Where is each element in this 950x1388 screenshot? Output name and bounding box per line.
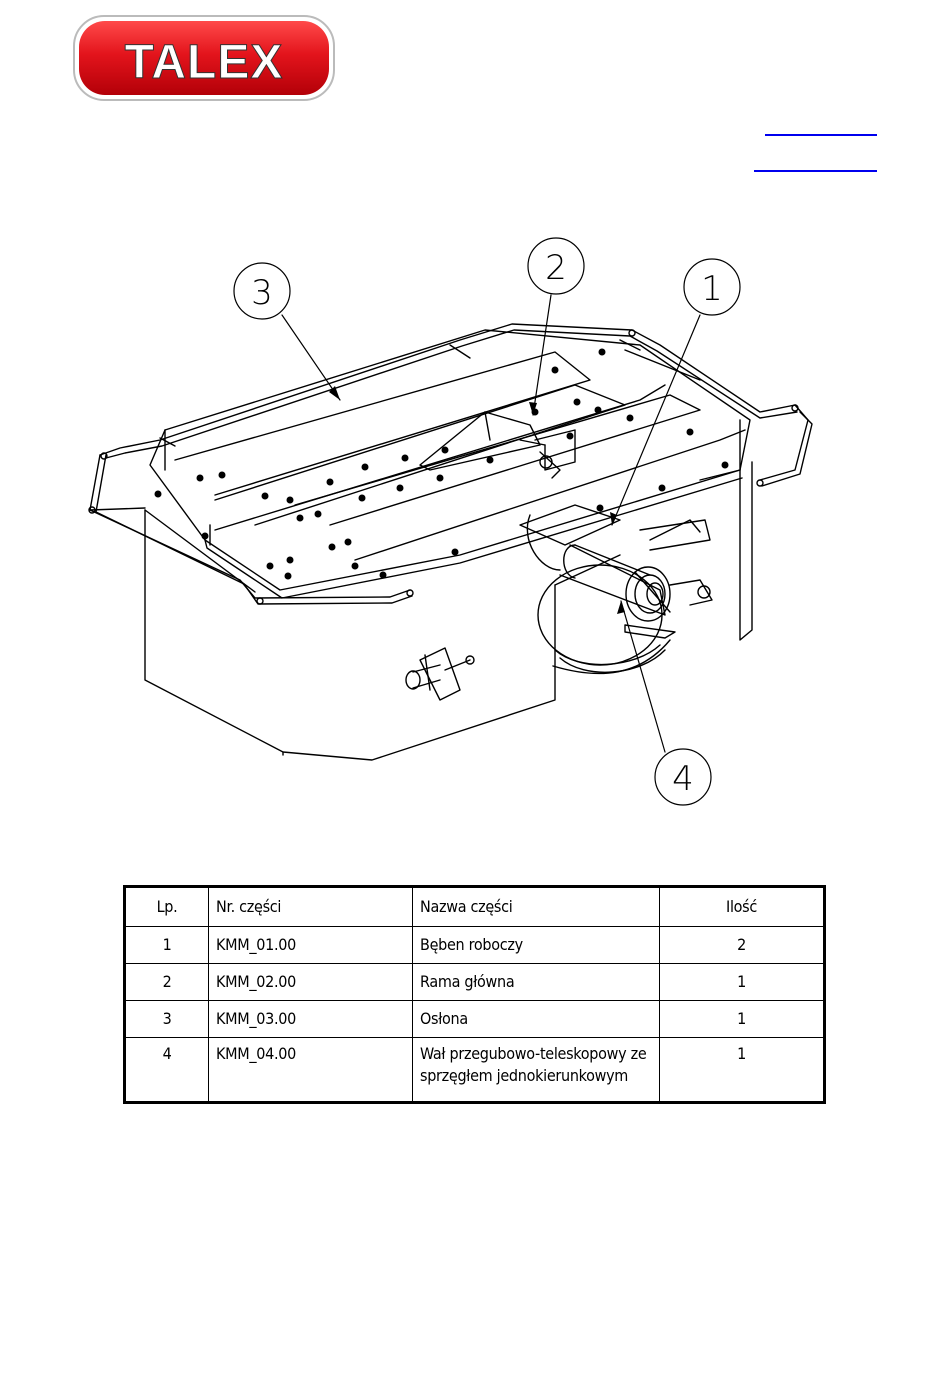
row-part-name: Bęben roboczy: [413, 927, 660, 964]
table-header-row: Lp. Nr. części Nazwa części Ilość: [125, 887, 825, 927]
row-part-number: KMM_01.00: [209, 927, 413, 964]
callout-3-label: 3: [251, 273, 273, 313]
table-row: 4 KMM_04.00 Wał przegubowo-teleskopowy z…: [125, 1038, 825, 1103]
logo-text: TALEX: [125, 36, 284, 89]
row-quantity: 1: [660, 964, 825, 1001]
shaft: [520, 505, 712, 638]
row-lp: 3: [125, 1001, 209, 1038]
leader-lines: [282, 295, 700, 752]
row-part-name: Wał przegubowo-teleskopowy ze sprzęgłem …: [413, 1038, 660, 1103]
guard-rail: [89, 324, 812, 604]
header-part-number: Nr. części: [209, 887, 413, 927]
callout-3: 3: [234, 263, 290, 319]
row-part-number: KMM_04.00: [209, 1038, 413, 1103]
callout-4: 4: [655, 749, 711, 805]
machine-drawing: 3 2 1 4: [60, 230, 840, 820]
row-lp: 4: [125, 1038, 209, 1103]
housing-handle: [406, 648, 474, 700]
row-part-number: KMM_02.00: [209, 964, 413, 1001]
table-row: 2 KMM_02.00 Rama główna 1: [125, 964, 825, 1001]
callout-2: 2: [528, 238, 584, 294]
row-part-number: KMM_03.00: [209, 1001, 413, 1038]
header-part-name: Nazwa części: [413, 887, 660, 927]
row-quantity: 1: [660, 1001, 825, 1038]
table-row: 1 KMM_01.00 Bęben roboczy 2: [125, 927, 825, 964]
header-lp: Lp.: [125, 887, 209, 927]
parts-table: Lp. Nr. części Nazwa części Ilość 1 KMM_…: [123, 885, 826, 1104]
header-link-2[interactable]: [754, 170, 877, 172]
header-link-1[interactable]: [765, 134, 877, 136]
row-part-name: Osłona: [413, 1001, 660, 1038]
header-quantity: Ilość: [660, 887, 825, 927]
callout-2-label: 2: [545, 248, 567, 288]
row-part-name: Rama główna: [413, 964, 660, 1001]
callout-1-label: 1: [701, 269, 723, 309]
drum: [538, 565, 670, 673]
table-row: 3 KMM_03.00 Osłona 1: [125, 1001, 825, 1038]
callout-4-label: 4: [672, 759, 694, 799]
row-lp: 1: [125, 927, 209, 964]
row-quantity: 1: [660, 1038, 825, 1103]
top-plate: [150, 330, 750, 598]
row-lp: 2: [125, 964, 209, 1001]
row-quantity: 2: [660, 927, 825, 964]
talex-logo: TALEX: [72, 14, 336, 102]
callout-1: 1: [684, 259, 740, 315]
